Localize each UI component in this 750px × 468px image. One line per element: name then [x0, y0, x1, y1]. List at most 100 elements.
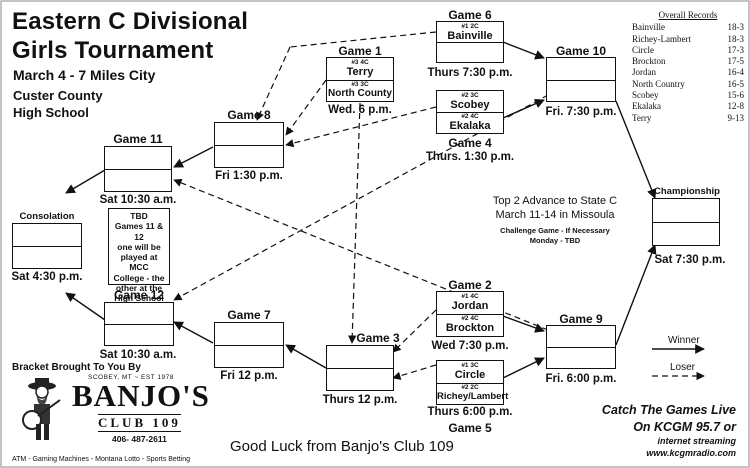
record-value: 18-3	[727, 22, 745, 33]
game4-divider	[437, 112, 503, 113]
sponsor-services: ATM - Gaming Machines - Montana Lotto - …	[12, 456, 191, 463]
legend-winner-label: Winner	[668, 335, 700, 346]
championship-divider	[653, 222, 719, 223]
tournament-dates: March 4 - 7 Miles City	[13, 67, 156, 83]
game2-divider	[437, 314, 503, 315]
record-value: 12-8	[727, 101, 745, 112]
venue-line2: High School	[13, 105, 89, 120]
game11-divider	[105, 169, 171, 170]
record-value: 15-6	[727, 90, 745, 101]
game9-label: Game 9	[559, 312, 603, 326]
line-g8-to-g11	[173, 146, 214, 168]
record-value: 17-5	[727, 56, 745, 67]
line-g4-to-g10	[502, 99, 545, 119]
game4-bottom-slot: #2 4C Ekalaka	[437, 112, 503, 133]
line-g11-to-consolation	[65, 169, 106, 194]
championship-label: Championship	[654, 186, 720, 197]
records-header: Overall Records	[658, 10, 718, 20]
line-g6-to-g10	[502, 41, 545, 60]
line-g4-loser	[285, 106, 437, 148]
game3-time: Thurs 12 p.m.	[322, 394, 398, 406]
game12-divider	[105, 324, 173, 325]
tbd-line6: other at the	[115, 283, 163, 294]
consolation-divider	[13, 246, 81, 247]
line-g10-to-championship	[615, 100, 657, 199]
game2-label: Game 2	[448, 278, 492, 292]
game5-time: Thurs 6:00 p.m.	[427, 406, 513, 418]
game4-label: Game 4	[448, 136, 492, 150]
record-team: Ekalaka	[632, 101, 661, 112]
game5-label: Game 5	[448, 421, 492, 435]
game12-label: Game 12	[113, 288, 165, 302]
legend-loser-label: Loser	[670, 362, 696, 373]
game2-bottom-slot: #2 4C Brockton	[437, 314, 503, 336]
game1-top-team: Terry	[346, 66, 374, 78]
game1-box: #3 4C Terry #3 3C North County	[326, 57, 394, 102]
game4-box: #2 3C Scobey #2 4C Ekalaka	[436, 90, 504, 134]
record-team: Circle	[632, 44, 654, 55]
challenge-line2: Monday - TBD	[529, 236, 581, 245]
game3-label: Game 3	[356, 331, 400, 345]
state-line1: Top 2 Advance to State C	[492, 195, 618, 207]
record-value: 9-13	[727, 112, 745, 123]
game4-bottom-seed: #2 4C	[461, 113, 479, 120]
broadcast-link[interactable]: www.kcgmradio.com	[646, 448, 736, 458]
line-g6-loser-a	[289, 31, 437, 48]
record-team: Brockton	[632, 56, 666, 67]
state-line2: March 11-14 in Missoula	[495, 209, 615, 221]
game7-divider	[215, 345, 283, 346]
game10-divider	[547, 79, 615, 81]
line-g7-to-g12	[173, 321, 214, 344]
game1-bottom-seed: #3 3C	[351, 80, 369, 88]
challenge-note: Challenge Game - If Necessary Monday - T…	[480, 226, 630, 246]
game8-box	[214, 122, 284, 168]
page-title-line1: Eastern C Divisional	[12, 8, 249, 35]
game9-time: Fri. 6:00 p.m.	[545, 373, 617, 385]
game10-box	[546, 57, 616, 102]
game5-divider	[437, 382, 503, 384]
record-team: Jordan	[632, 67, 656, 78]
game1-top-seed: #3 4C	[351, 59, 369, 66]
broadcast-line1: Catch The Games Live	[601, 403, 736, 417]
game2-bottom-seed: #2 4C	[461, 315, 479, 322]
venue-line1: Custer County	[13, 88, 103, 103]
game8-time: Fri 1:30 p.m.	[215, 170, 283, 182]
game8-label: Game 8	[227, 108, 271, 122]
tbd-line5: College - the	[113, 272, 165, 283]
game5-top-slot: #1 3C Circle	[437, 361, 503, 383]
line-g2-to-g9	[502, 315, 545, 333]
game1-divider	[327, 79, 393, 81]
game6-label: Game 6	[448, 8, 492, 22]
consolation-box	[12, 223, 82, 269]
line-g9-loser	[173, 178, 549, 331]
record-team: Bainville	[632, 22, 665, 33]
game2-box: #1 4C Jordan #2 4C Brockton	[436, 291, 504, 337]
line-g5-loser-g3	[392, 364, 437, 380]
record-team: Terry	[632, 112, 652, 123]
game5-top-team: Circle	[454, 369, 486, 381]
game5-bottom-seed: #2 2C	[461, 383, 479, 391]
game2-top-team: Jordan	[451, 300, 489, 312]
game7-box	[214, 322, 284, 368]
game3-divider	[327, 368, 393, 369]
game12-box	[104, 302, 174, 346]
record-row: Bainville 18-3	[632, 22, 744, 33]
game6-top-team: Bainville	[447, 30, 493, 42]
tbd-line2: Games 11 & 12	[114, 221, 164, 242]
state-advance-note: Top 2 Advance to State C March 11-14 in …	[470, 194, 640, 222]
championship-time: Sat 7:30 p.m.	[654, 254, 726, 266]
record-team: North Country	[632, 78, 685, 89]
game9-box	[546, 325, 616, 369]
banjo-player-icon	[22, 378, 61, 440]
consolation-time: Sat 4:30 p.m.	[11, 271, 83, 283]
record-row: Brockton 17-5	[632, 56, 744, 67]
tbd-line4: played at MCC	[120, 252, 158, 273]
game1-bottom-slot: #3 3C North County	[327, 80, 393, 102]
game5-bottom-team: Richey/Lambert	[437, 390, 509, 402]
game4-top-team: Scobey	[450, 99, 490, 111]
game1-label: Game 1	[338, 44, 382, 58]
